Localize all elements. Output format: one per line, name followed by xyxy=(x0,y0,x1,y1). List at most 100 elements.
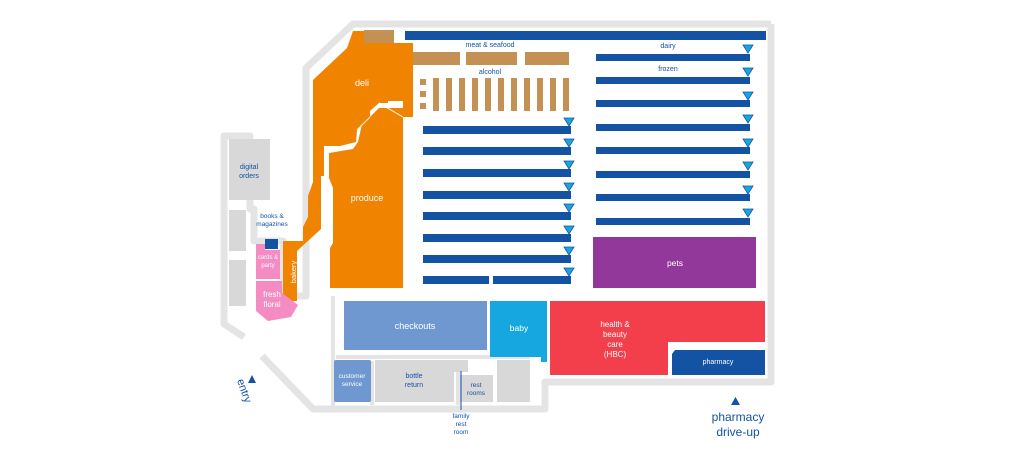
wall-south-east xyxy=(259,24,775,413)
pharmacy-drive-up-label-2: drive-up xyxy=(716,425,760,439)
right-aisle-5 xyxy=(596,147,750,154)
digital-orders-label-1: digital xyxy=(240,164,259,171)
aisle-marker-r2 xyxy=(742,67,754,77)
aisle-marker-r5 xyxy=(742,138,754,148)
floral-label-2: floral xyxy=(263,300,281,309)
aisle-marker-c5 xyxy=(563,203,575,213)
center-aisle-1 xyxy=(423,126,571,134)
center-aisle-3 xyxy=(423,169,571,177)
bakery-label: bakery xyxy=(289,260,298,283)
center-aisle-8b xyxy=(493,276,571,284)
meat-case-2 xyxy=(466,52,517,65)
checkouts-area xyxy=(344,301,487,350)
baby-department xyxy=(490,301,547,362)
pharmacy-drive-up-arrow-icon xyxy=(731,397,740,405)
divider-deli-1 xyxy=(378,102,404,118)
cards-label-1: cards & xyxy=(258,255,278,261)
frozen-label: frozen xyxy=(658,66,678,73)
pharmacy-label: pharmacy xyxy=(703,359,734,366)
alcohol-shelf-9 xyxy=(537,78,543,111)
hbc-label-1: health & xyxy=(600,320,630,329)
meat-case-1 xyxy=(406,52,460,65)
service-room xyxy=(497,360,530,402)
books-label-1: books & xyxy=(260,213,284,220)
aisle-marker-r3 xyxy=(742,91,754,101)
alcohol-label: alcohol xyxy=(479,69,502,76)
right-aisles xyxy=(596,54,750,225)
alcohol-shelf-3 xyxy=(459,78,465,111)
aisle-marker-r6 xyxy=(742,161,754,171)
aisle-marker-r1 xyxy=(742,44,754,54)
cards-party-area xyxy=(256,244,280,279)
pharmacy-drive-up-label-1: pharmacy xyxy=(712,410,765,424)
digital-orders-area xyxy=(229,139,270,200)
right-aisle-6 xyxy=(596,171,750,178)
alcohol-shelf-7 xyxy=(511,78,517,111)
alcohol-endcap-3 xyxy=(420,103,426,109)
alcohol-endcap-1 xyxy=(420,79,426,85)
center-aisle-7 xyxy=(423,255,571,263)
meat-seafood-label: meat & seafood xyxy=(465,42,514,49)
deli-department xyxy=(283,31,413,301)
center-aisle-markers xyxy=(563,117,575,277)
wall-west xyxy=(220,20,771,340)
aisle-marker-c2 xyxy=(563,138,575,148)
center-aisle-5 xyxy=(423,212,571,220)
family-rest-room-label-3: room xyxy=(454,429,469,436)
store-walls xyxy=(220,20,775,413)
aisle-marker-c4 xyxy=(563,182,575,192)
alcohol-shelf-10 xyxy=(550,78,556,111)
alcohol-shelves xyxy=(420,78,569,111)
aisle-marker-c7 xyxy=(563,246,575,256)
digital-orders-label-2: orders xyxy=(239,173,259,180)
pets-department xyxy=(593,237,756,288)
center-aisle-2 xyxy=(423,147,571,155)
alcohol-shelf-2 xyxy=(446,78,452,111)
family-rest-room-label-1: family xyxy=(453,413,471,420)
right-aisle-2 xyxy=(596,77,750,84)
right-aisle-3 xyxy=(596,100,750,107)
pharmacy-area xyxy=(672,350,765,375)
books-magazines-rack xyxy=(265,239,278,249)
family-rest-room xyxy=(454,360,468,372)
customer-service-desk xyxy=(334,360,371,402)
cards-label-2: party xyxy=(261,263,274,269)
right-aisle-4 xyxy=(596,124,750,131)
baby-label: baby xyxy=(510,323,529,333)
bottle-return-label-1: bottle xyxy=(405,373,422,380)
rest-rooms-label-2: rooms xyxy=(467,390,486,397)
right-aisle-1 xyxy=(596,54,750,61)
produce-label: produce xyxy=(351,193,384,203)
right-aisle-7 xyxy=(596,194,750,201)
floral-label-1: fresh xyxy=(263,290,281,299)
alcohol-shelf-4 xyxy=(472,78,478,111)
aisle-marker-r7 xyxy=(742,185,754,195)
side-room-2 xyxy=(229,260,246,306)
side-room-1 xyxy=(229,210,246,251)
back-corner-case xyxy=(364,30,394,43)
family-rest-room-label-2: rest xyxy=(456,421,467,428)
produce-department xyxy=(329,108,403,288)
checkouts-label: checkouts xyxy=(395,321,436,331)
hbc-label-2: beauty xyxy=(603,330,627,339)
back-wall-cooler xyxy=(405,31,766,40)
right-aisle-markers xyxy=(742,44,754,218)
center-aisle-6 xyxy=(423,234,571,242)
alcohol-shelf-11 xyxy=(563,78,569,111)
fresh-floral-area xyxy=(256,281,298,321)
entry-arrow-icon xyxy=(248,375,256,383)
alcohol-shelf-1 xyxy=(433,78,439,111)
bottle-return-label-2: return xyxy=(405,382,423,389)
aisle-marker-r4 xyxy=(742,114,754,124)
rest-rooms-area xyxy=(460,375,493,402)
alcohol-endcap-2 xyxy=(420,91,426,97)
hbc-department xyxy=(550,301,765,375)
deli-label: deli xyxy=(355,78,369,88)
hbc-label-3: care xyxy=(607,340,623,349)
center-aisle-8a xyxy=(423,276,489,284)
center-aisles xyxy=(423,126,571,284)
aisle-marker-c8 xyxy=(563,267,575,277)
rest-rooms-label-1: rest xyxy=(471,382,482,389)
alcohol-shelf-8 xyxy=(524,78,530,111)
